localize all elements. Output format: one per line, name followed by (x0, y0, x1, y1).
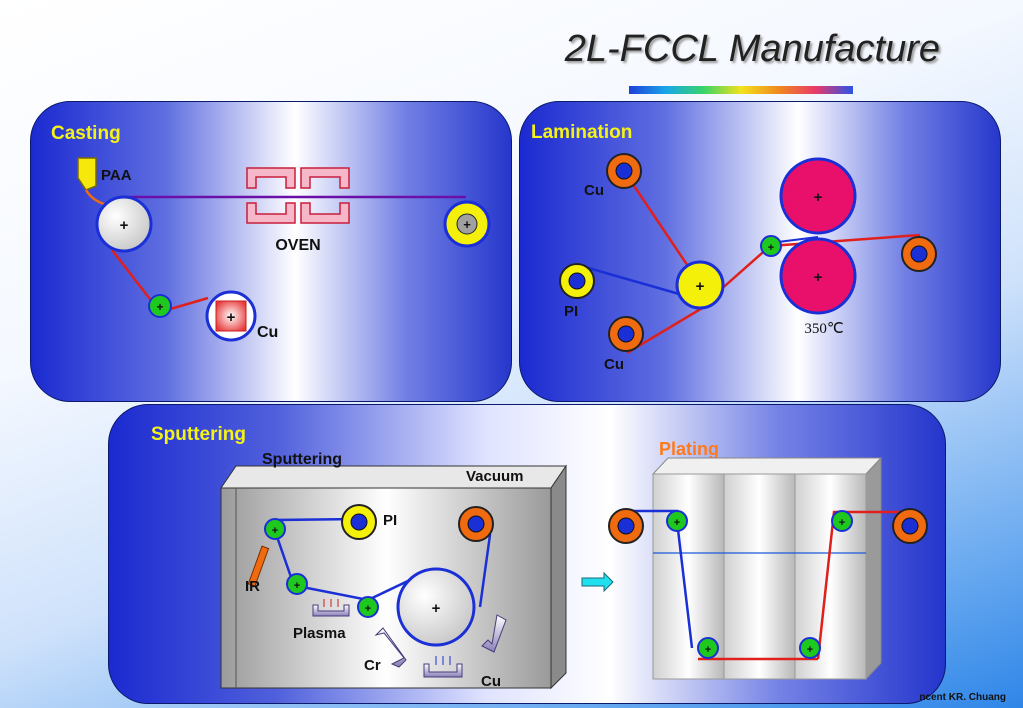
lamination-cu-bottom-line (626, 302, 710, 355)
plating-heading: Plating (659, 439, 719, 459)
plating-supply-core (617, 517, 635, 535)
casting-idler-symbol: + (156, 300, 163, 314)
lamination-idler-roll (760, 235, 782, 257)
process-arrow-icon (581, 571, 614, 593)
casting-heading: Casting (51, 123, 121, 144)
oven-icon (246, 167, 350, 224)
plasma-label: Plasma (293, 625, 346, 642)
lamination-temperature: 350℃ (804, 321, 843, 337)
sputtering-drum (396, 567, 476, 647)
casting-drum-symbol: + (120, 217, 129, 234)
plating-film-red (816, 510, 907, 660)
lamination-press-bottom-symbol: + (814, 269, 823, 286)
sputtering-chamber-label: Sputtering (262, 451, 342, 468)
casting-drum (95, 195, 153, 253)
plating-idler-4 (831, 510, 853, 532)
page-title: 2L-FCCL Manufacture (564, 28, 940, 70)
sputtering-drum-symbol: + (432, 600, 441, 617)
sputtering-idler-2-symbol: + (294, 580, 300, 592)
plating-idler-1-symbol: + (674, 517, 680, 529)
casting-takeup-core (456, 213, 478, 235)
lamination-nip-roll (675, 260, 725, 310)
plating-idler-2-symbol: + (705, 644, 711, 656)
plating-tanks (651, 456, 883, 681)
sputtering-heading: Sputtering (151, 424, 246, 445)
lamination-cu-bottom-core (617, 325, 635, 343)
vacuum-label: Vacuum (466, 468, 524, 485)
casting-cu-core (215, 300, 247, 332)
oven-label: OVEN (275, 237, 320, 254)
casting-panel (30, 101, 512, 402)
vacuum-chamber (220, 464, 567, 690)
lamination-cu-bottom-label: Cu (604, 356, 624, 373)
lamination-press-roll-top (779, 157, 857, 235)
author-credit: ncent KR. Chuang (919, 692, 1006, 703)
casting-idler-roll (148, 294, 172, 318)
title-underline (629, 86, 853, 94)
sputtering-pi-core (350, 513, 368, 531)
cr-label: Cr (364, 657, 381, 674)
casting-cu-label: Cu (257, 324, 278, 341)
lamination-cu-top-core (615, 162, 633, 180)
paa-flow (84, 189, 105, 206)
sputtering-idler-1-symbol: + (272, 525, 278, 537)
sputtering-pi-label: PI (383, 512, 397, 529)
lamination-nip-symbol: + (696, 278, 705, 295)
ir-heater-icon (247, 545, 270, 587)
plating-idler-3-symbol: + (807, 644, 813, 656)
plasma-source-icon (312, 599, 350, 617)
sputtering-takeup-core (467, 515, 485, 533)
lamination-takeup-core (910, 245, 928, 263)
paa-nozzle-icon (77, 157, 97, 191)
sputtering-idler-3 (357, 596, 379, 618)
plating-takeup-core (901, 517, 919, 535)
plating-idler-4-symbol: + (839, 517, 845, 529)
lamination-press-top-symbol: + (814, 189, 823, 206)
sputtering-cu-label: Cu (481, 673, 501, 690)
plating-idler-3 (799, 637, 821, 659)
plating-idler-2 (697, 637, 719, 659)
casting-takeup-symbol: + (463, 217, 471, 232)
cu-source-icon (423, 656, 463, 678)
sputtering-idler-2 (286, 573, 308, 595)
lamination-press-roll-bottom (779, 237, 857, 315)
plating-idler-1 (666, 510, 688, 532)
casting-cu-symbol: + (227, 309, 236, 326)
paa-label: PAA (101, 167, 132, 184)
ir-label: IR (245, 578, 260, 595)
lamination-cu-top-label: Cu (584, 182, 604, 199)
lamination-pi-label: PI (564, 303, 578, 320)
cr-target-icon (374, 627, 407, 668)
lamination-heading: Lamination (531, 122, 632, 143)
lamination-pi-core (568, 272, 586, 290)
lamination-idler-symbol: + (768, 242, 774, 254)
sputtering-idler-1 (264, 518, 286, 540)
cu-target-icon (481, 614, 507, 653)
sputtering-idler-3-symbol: + (365, 603, 371, 615)
